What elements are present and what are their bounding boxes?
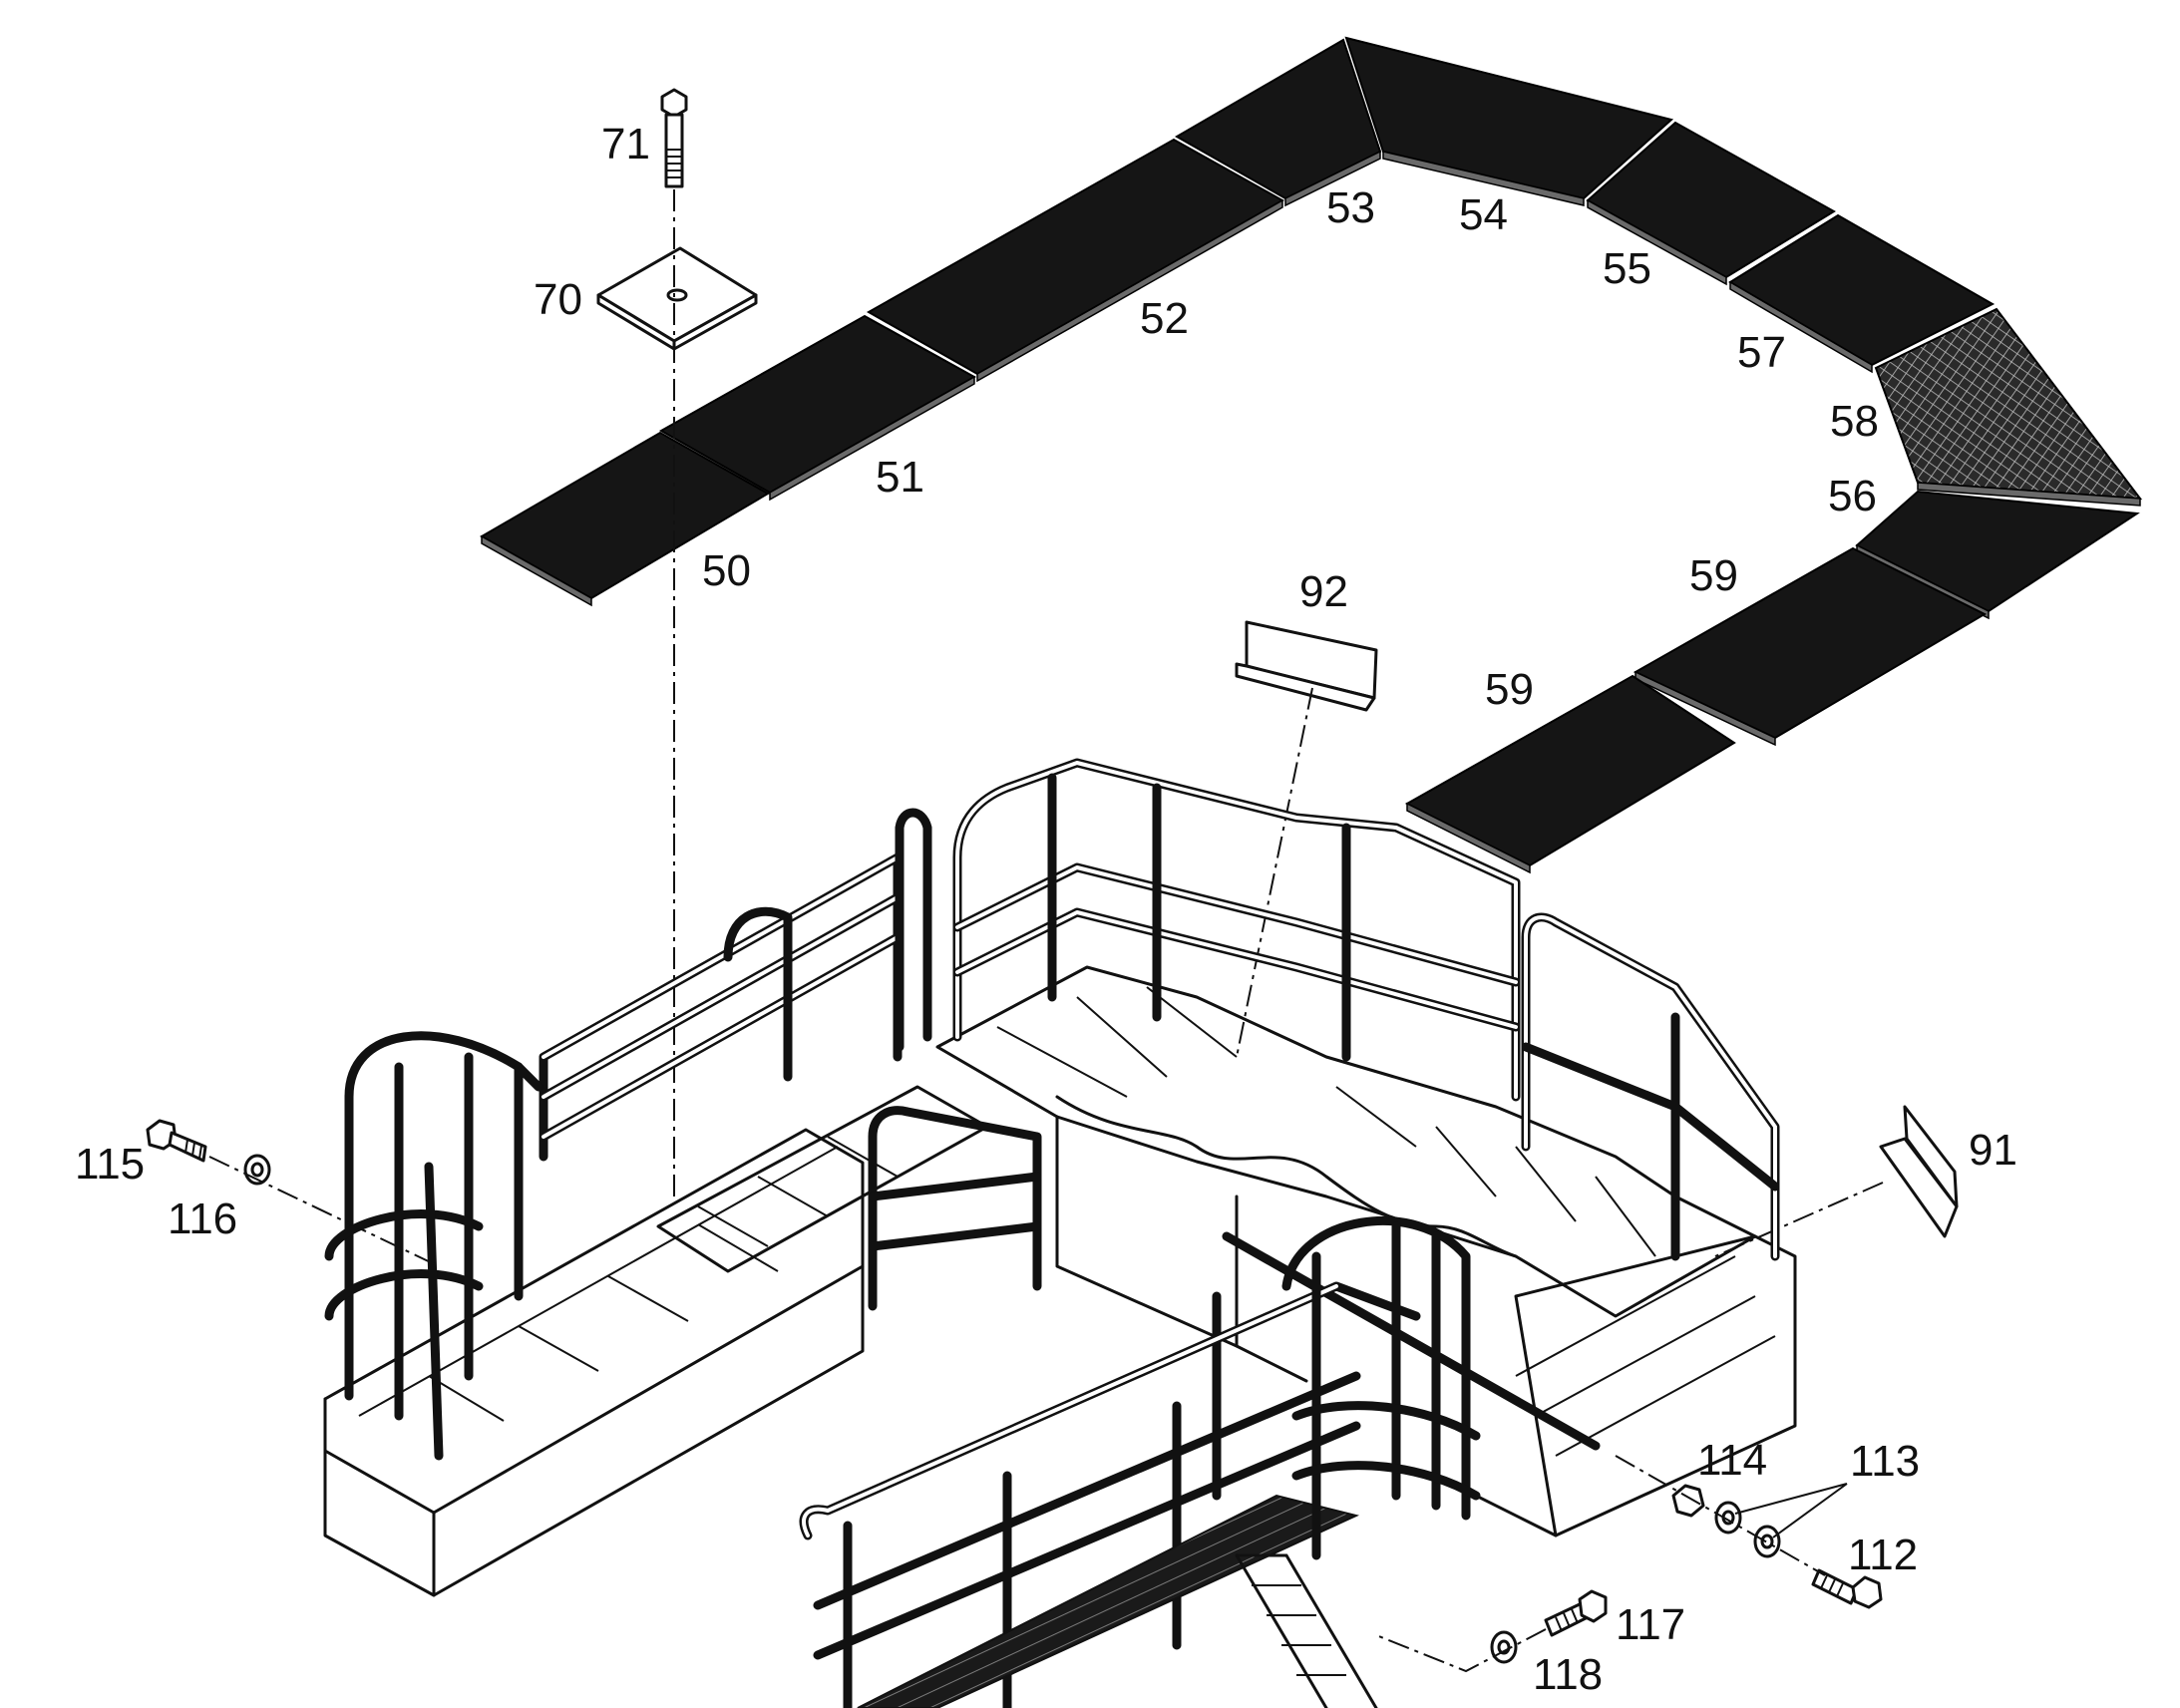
handrail-inner-loop (868, 1106, 1601, 1501)
leader-113 (1734, 1483, 1848, 1538)
callout-91: 91 (1969, 1126, 2017, 1175)
floor-plate-52 (866, 138, 1285, 383)
callout-70: 70 (534, 275, 582, 324)
clamp-plate-70 (596, 246, 758, 351)
bolt-117 (1544, 1589, 1608, 1637)
cover-plate-91 (1879, 1105, 1959, 1238)
callout-58: 58 (1830, 397, 1879, 446)
floor-plate-57 (1728, 213, 1996, 374)
centerline-115 (208, 1156, 440, 1267)
handrail-right (1521, 912, 1780, 1261)
callout-113: 113 (1850, 1437, 1920, 1486)
floor-plate-55 (1586, 121, 1836, 286)
callout-59b: 59 (1485, 665, 1534, 714)
floor-plate-51 (658, 314, 977, 502)
washer-113b (1753, 1525, 1781, 1558)
callout-118: 118 (1533, 1650, 1603, 1699)
callout-54: 54 (1459, 190, 1508, 239)
handrail-lower-bridge (799, 1281, 1421, 1708)
callout-117: 117 (1616, 1600, 1685, 1649)
callout-59a: 59 (1689, 551, 1738, 600)
cover-plate-92 (1235, 620, 1378, 712)
callout-114: 114 (1697, 1436, 1767, 1485)
bolt-71 (660, 88, 688, 188)
callout-50: 50 (702, 546, 751, 595)
washer-113a (1714, 1501, 1742, 1535)
handrail-left-long (539, 808, 932, 1162)
callout-51: 51 (876, 453, 924, 502)
floor-plate-50 (479, 431, 770, 607)
floor-plate-59-left (1404, 674, 1736, 874)
floor-plate-54 (1344, 36, 1674, 206)
callout-55: 55 (1603, 244, 1651, 293)
nut-114 (1671, 1484, 1705, 1518)
ladder-cage-left (324, 1031, 544, 1461)
callout-52: 52 (1140, 294, 1189, 343)
lower-bridge-grating (857, 1494, 1360, 1708)
callout-115: 115 (75, 1140, 145, 1189)
callout-92: 92 (1299, 567, 1348, 616)
floor-plate-53 (1174, 38, 1382, 207)
callout-53: 53 (1326, 183, 1375, 232)
callout-57: 57 (1737, 328, 1786, 377)
handrail-top-center (952, 758, 1521, 1102)
bolt-112 (1811, 1568, 1883, 1609)
floor-grating-58 (1874, 307, 2143, 507)
callout-112: 112 (1848, 1531, 1918, 1579)
callout-116: 116 (168, 1195, 237, 1243)
centerline-112 (1615, 1455, 1826, 1576)
centerline-92 (1236, 687, 1313, 1058)
callout-56: 56 (1828, 472, 1877, 520)
callout-labels: 71 70 53 54 55 52 57 51 58 56 50 59 92 5… (75, 120, 2017, 1699)
ladder-cage-right (1235, 1215, 1481, 1708)
floor-plate-59-right (1633, 546, 1988, 747)
callout-71: 71 (601, 120, 650, 169)
centerline-117 (1375, 1628, 1547, 1673)
bolt-115 (146, 1119, 207, 1163)
